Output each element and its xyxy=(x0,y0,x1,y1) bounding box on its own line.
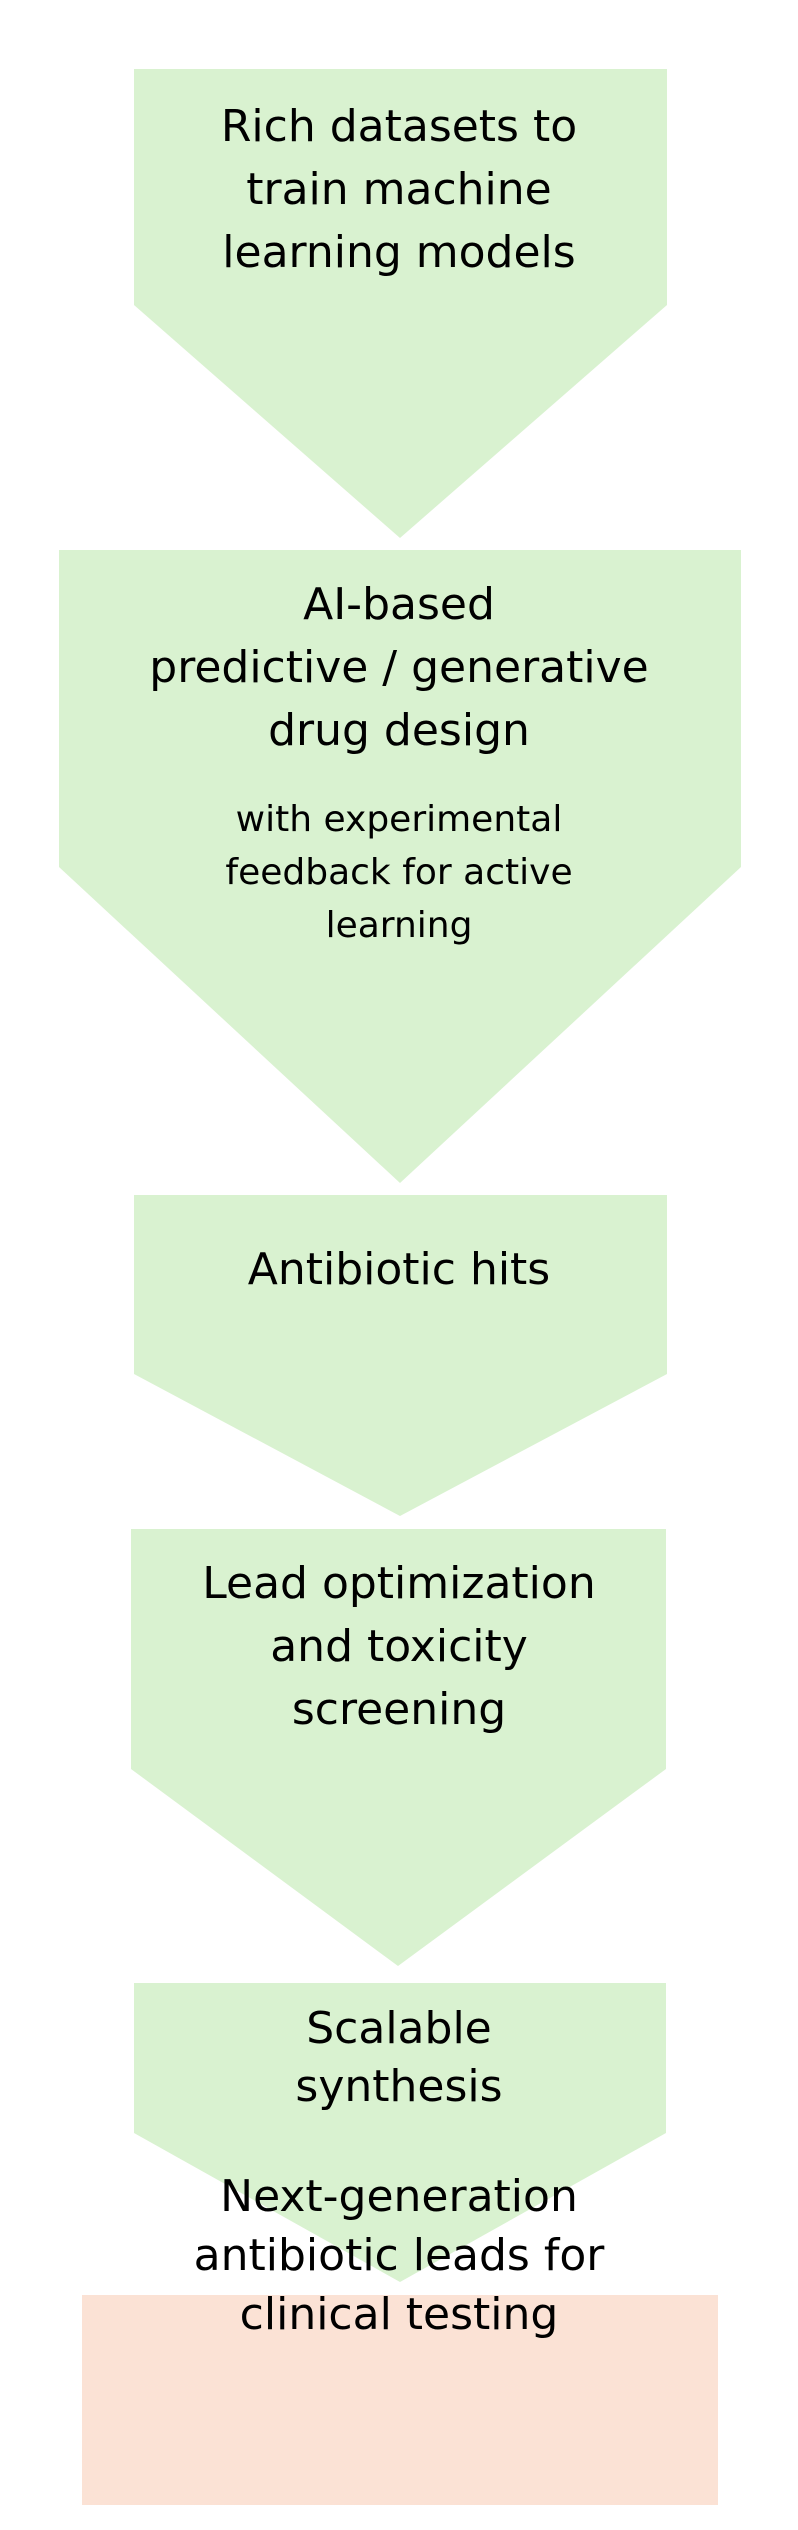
step-2-subtext: with experimental feedback for active le… xyxy=(0,793,798,952)
result-line: clinical testing xyxy=(239,2289,559,2340)
step-1-text: Rich datasets to train machine learning … xyxy=(0,95,798,284)
step-4-line: and toxicity xyxy=(270,1621,528,1672)
step-1-line: Rich datasets to xyxy=(220,101,578,152)
step-4-line: screening xyxy=(291,1684,507,1735)
step-2-subline: with experimental xyxy=(235,799,563,840)
step-2-subline: feedback for active xyxy=(225,852,573,893)
result-line: antibiotic leads for xyxy=(193,2230,605,2281)
step-3-text: Antibiotic hits xyxy=(0,1238,798,1301)
step-4-arrow-shape xyxy=(131,1529,666,1966)
step-2-line: predictive / generative xyxy=(149,642,649,693)
step-4-line: Lead optimization xyxy=(202,1558,596,1609)
step-1-arrow-shape xyxy=(134,69,667,538)
step-2-text: AI-based predictive / generative drug de… xyxy=(0,573,798,762)
step-1-line: learning models xyxy=(222,227,576,278)
step-2-line: drug design xyxy=(268,705,530,756)
result-box-shape xyxy=(82,2295,718,2505)
result-line: Next-generation xyxy=(220,2171,578,2222)
step-2-arrow-shape xyxy=(59,550,741,1183)
step-2-subline: learning xyxy=(325,905,473,946)
step-4-text: Lead optimization and toxicity screening xyxy=(0,1552,798,1741)
step-2-line: AI-based xyxy=(303,579,495,630)
step-5-text: Scalable synthesis xyxy=(0,2000,798,2116)
result-text: Next-generation antibiotic leads for cli… xyxy=(0,2167,798,2344)
step-3-line: Antibiotic hits xyxy=(247,1244,551,1295)
step-5-arrow-shape xyxy=(134,1983,666,2282)
step-3-arrow-shape xyxy=(134,1195,667,1516)
step-1-line: train machine xyxy=(246,164,552,215)
step-5-line: Scalable xyxy=(306,2003,492,2054)
step-5-line: synthesis xyxy=(295,2061,503,2112)
